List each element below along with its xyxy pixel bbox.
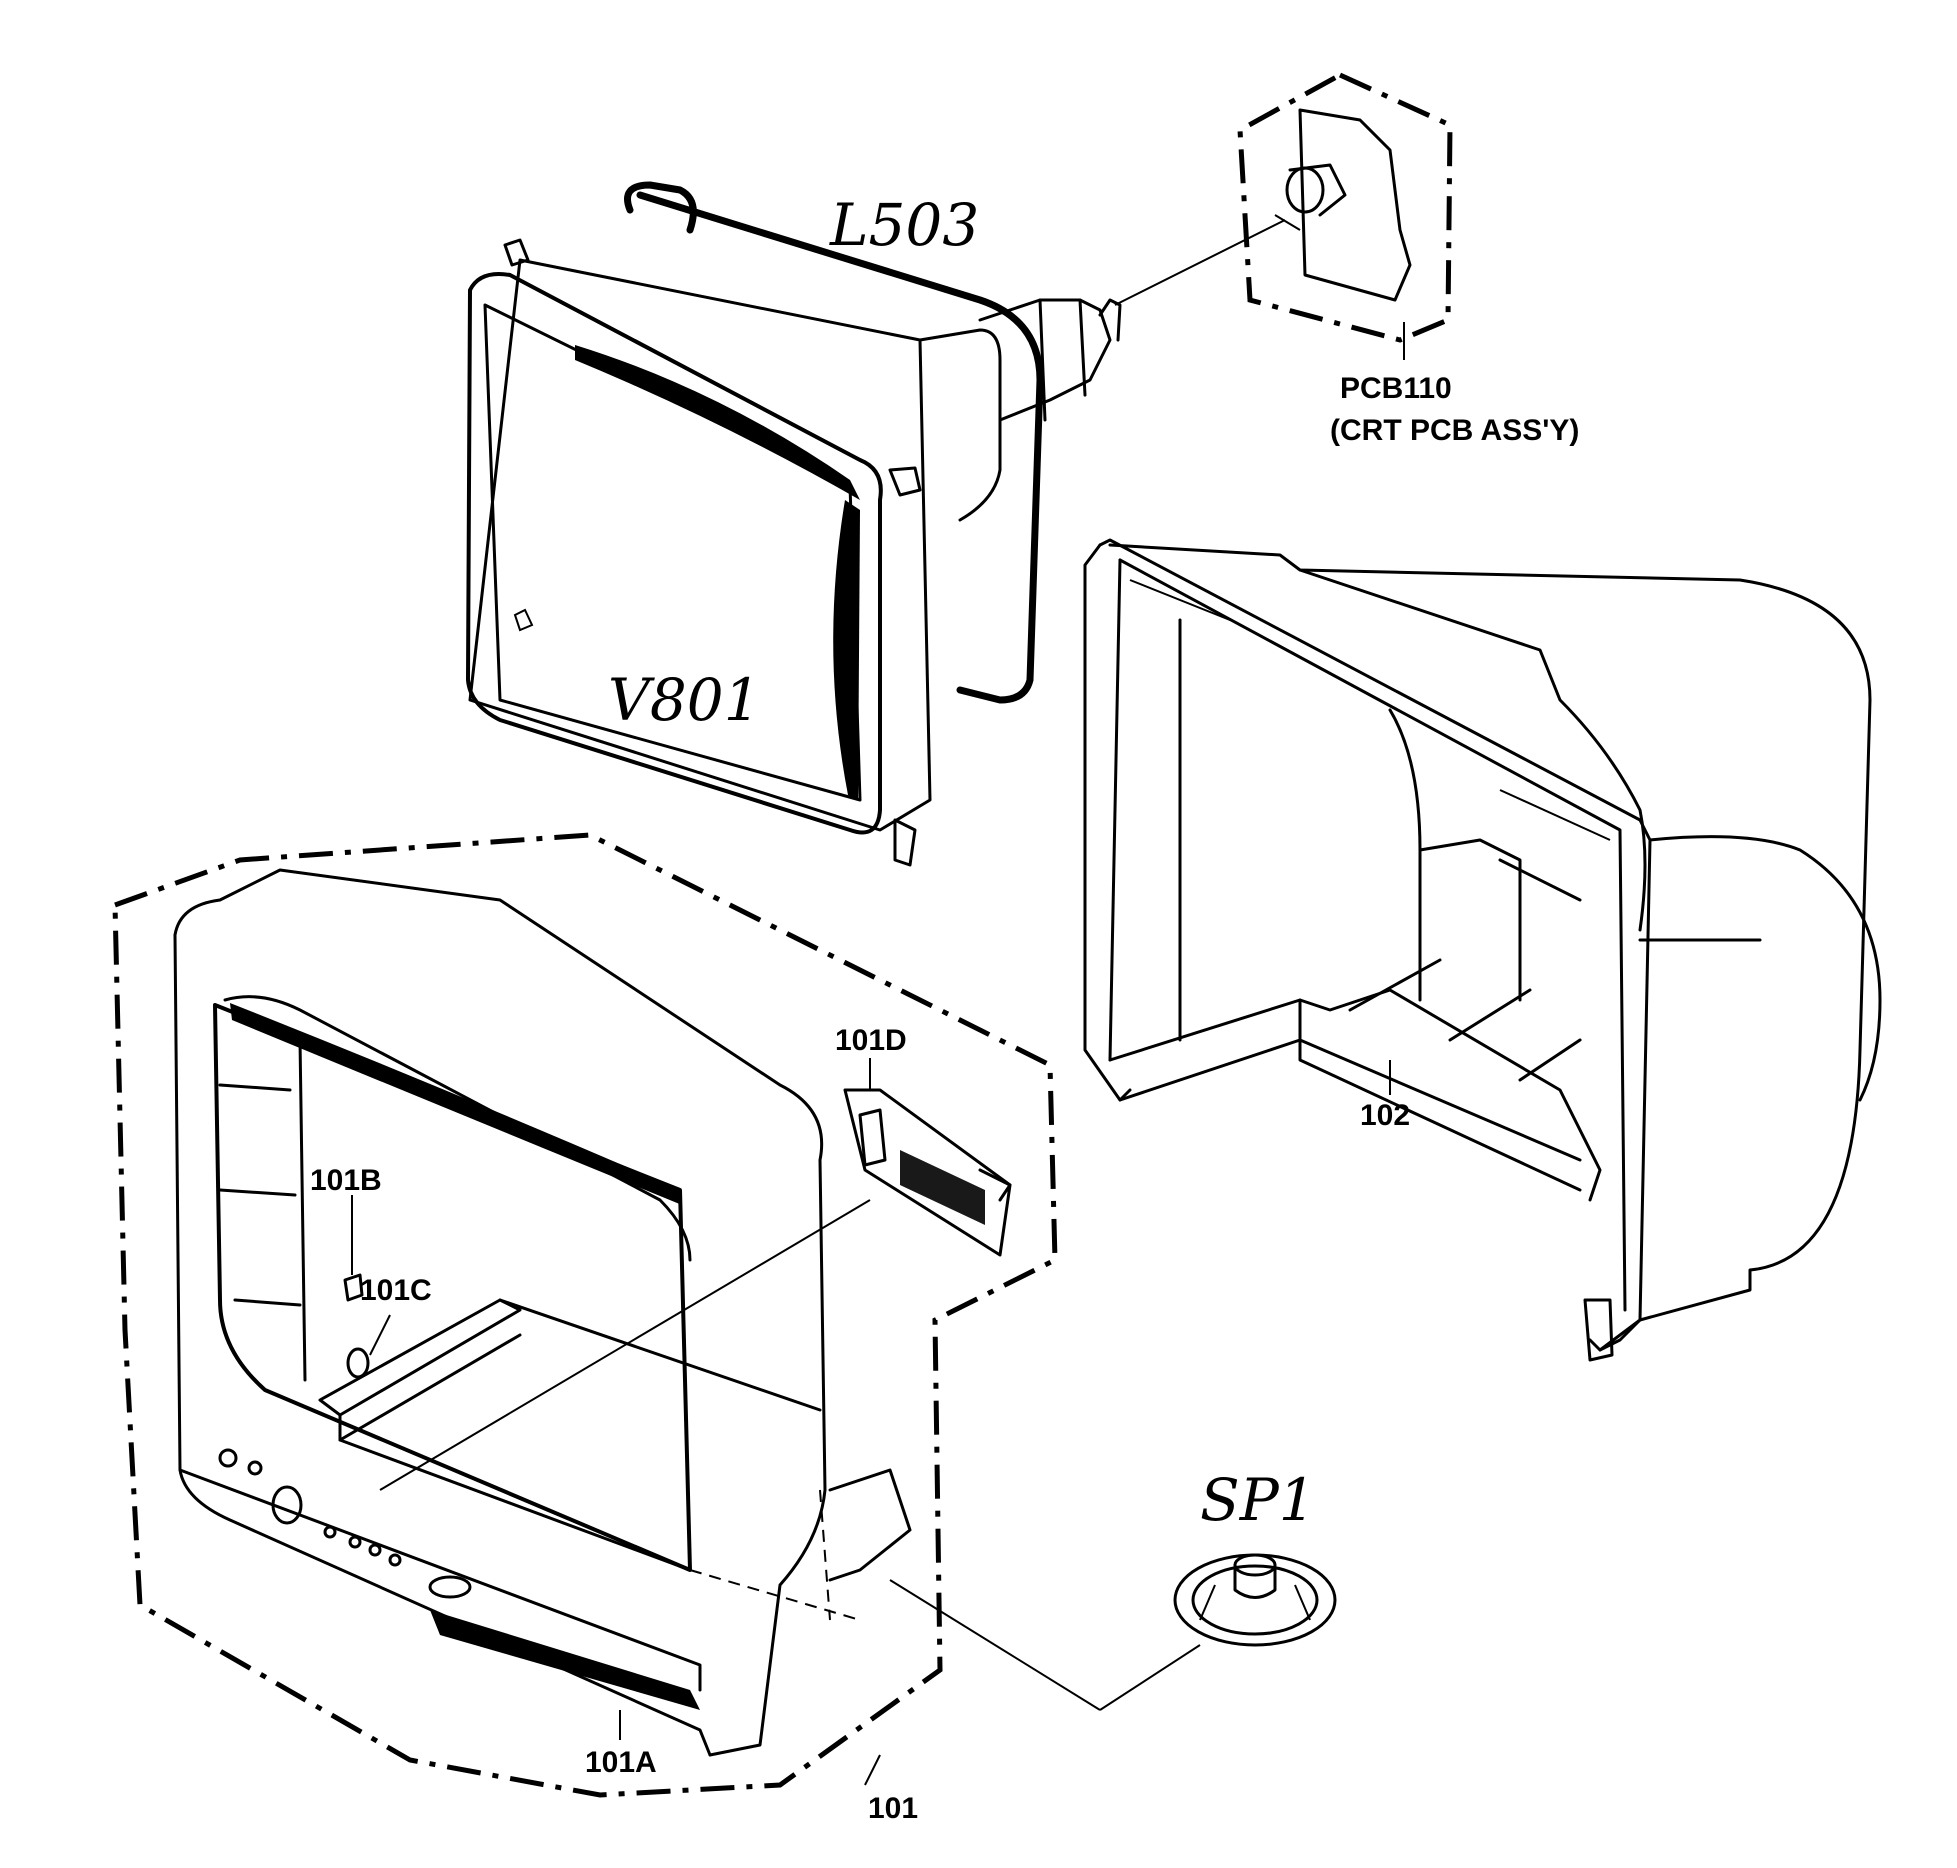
front-grille-label: 101A	[585, 1746, 657, 1779]
back-cabinet	[1083, 538, 1882, 1362]
deflection-yoke	[624, 181, 1044, 704]
crt-pcb-assembly	[1237, 72, 1453, 360]
crt-tube-label: V801	[608, 666, 761, 734]
crt-pcb-code-label: PCB110	[1340, 372, 1452, 405]
leader-lines	[351, 1058, 1201, 1786]
back-cabinet-label: 102	[1360, 1099, 1410, 1132]
speaker	[1173, 1553, 1337, 1647]
front-cabinet-group	[112, 832, 1058, 1798]
front-part-b-label: 101B	[310, 1164, 382, 1197]
front-part-d-label: 101D	[835, 1024, 907, 1057]
speaker-label: SP1	[1200, 1466, 1316, 1534]
front-part-c-label: 101C	[360, 1274, 432, 1307]
crt-pcb-name-label: (CRT PCB ASS'Y)	[1330, 414, 1579, 447]
crt-tube	[466, 181, 1122, 867]
crt-coil-label: L503	[829, 191, 979, 259]
neck-to-pcb-line	[1114, 219, 1286, 306]
terminal-board-101d	[843, 1088, 1012, 1257]
front-cabinet	[173, 868, 912, 1757]
front-cabinet-label: 101	[868, 1792, 918, 1825]
